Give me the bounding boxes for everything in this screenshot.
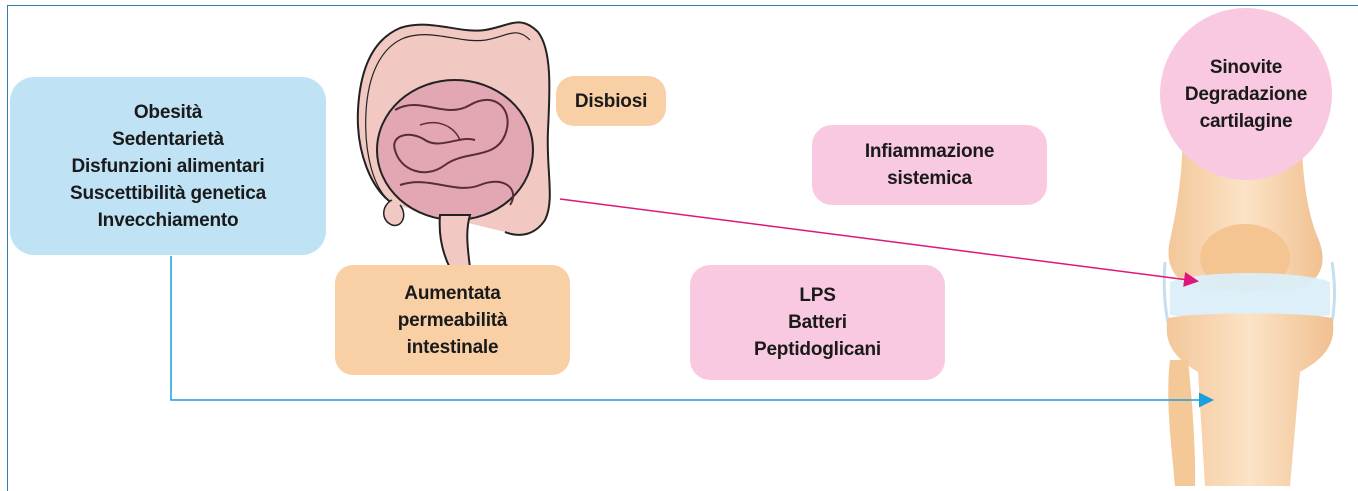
joint-effects-ellipse: Sinovite Degradazione cartilagine — [1160, 8, 1332, 180]
microbial-lps: LPS — [799, 282, 835, 309]
risk-factor-sedentary: Sedentarietà — [112, 126, 224, 153]
microbial-products-box: LPS Batteri Peptidoglicani — [690, 265, 945, 380]
risk-factor-aging: Invecchiamento — [98, 207, 239, 234]
intestine-illustration — [358, 22, 550, 268]
inflammation-box: Infiammazione sistemica — [812, 125, 1047, 205]
inflammation-line-1: Infiammazione — [865, 138, 994, 165]
risk-factor-genetic: Suscettibilità genetica — [70, 180, 266, 207]
microbial-bacteria: Batteri — [788, 309, 847, 336]
dysbiosis-label: Disbiosi — [575, 88, 647, 115]
permeability-box: Aumentata permeabilità intestinale — [335, 265, 570, 375]
dysbiosis-box: Disbiosi — [556, 76, 666, 126]
risk-factor-diet: Disfunzioni alimentari — [71, 153, 264, 180]
permeability-line-2: permeabilità — [398, 307, 508, 334]
permeability-line-1: Aumentata — [404, 280, 500, 307]
risk-factors-box: Obesità Sedentarietà Disfunzioni aliment… — [10, 77, 326, 255]
joint-effect-cartilage: cartilagine — [1200, 108, 1293, 135]
microbial-peptidoglycans: Peptidoglicani — [754, 336, 881, 363]
risk-factor-obesity: Obesità — [134, 99, 202, 126]
permeability-line-3: intestinale — [407, 334, 499, 361]
joint-effect-degradation: Degradazione — [1185, 81, 1307, 108]
inflammation-line-2: sistemica — [887, 165, 972, 192]
joint-effect-synovitis: Sinovite — [1210, 54, 1282, 81]
